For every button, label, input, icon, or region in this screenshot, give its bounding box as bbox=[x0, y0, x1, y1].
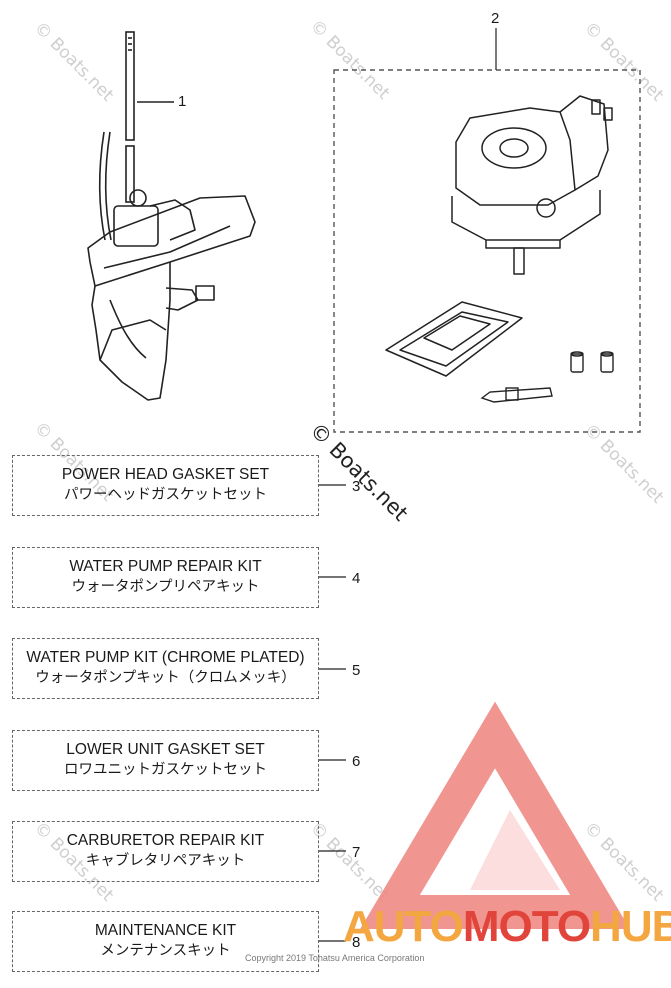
drive-shaft-drawing bbox=[125, 31, 174, 203]
callout-3: 3 bbox=[352, 478, 361, 495]
callout-4: 4 bbox=[352, 570, 361, 587]
logo-part-hub: HUB bbox=[590, 902, 671, 951]
kit-name-en: POWER HEAD GASKET SET bbox=[61, 466, 270, 484]
carburetor-drawing bbox=[451, 95, 613, 275]
kit-leader-lines bbox=[319, 484, 346, 942]
callout-7: 7 bbox=[352, 844, 361, 861]
kit-name-jp: ウォータポンプキット（クロムメッキ） bbox=[35, 670, 296, 687]
kit-box-water-pump-kit-chrome-plated[interactable]: WATER PUMP KIT (CHROME PLATED) ウォータポンプキッ… bbox=[12, 638, 319, 699]
spark-plug-drawing bbox=[480, 387, 553, 403]
kit-name-jp: パワーヘッドガスケットセット bbox=[64, 487, 267, 504]
logo-part-moto: MOTO bbox=[462, 902, 591, 951]
logo-triangle bbox=[360, 701, 630, 929]
callout-6: 6 bbox=[352, 753, 361, 770]
plug-drawing bbox=[570, 351, 614, 373]
kit-name-en: MAINTENANCE KIT bbox=[94, 922, 237, 940]
carburetor-kit-frame bbox=[333, 69, 641, 433]
gasket-drawing bbox=[385, 301, 523, 377]
kit-name-en: LOWER UNIT GASKET SET bbox=[66, 741, 265, 759]
kit-box-carburetor-repair-kit[interactable]: CARBURETOR REPAIR KIT キャブレタリペアキット bbox=[12, 821, 319, 882]
callout-5: 5 bbox=[352, 662, 361, 679]
callout-2: 2 bbox=[491, 10, 500, 27]
automotohub-logo: AUTOMOTOHUB bbox=[343, 902, 671, 952]
kit-name-jp: メンテナンスキット bbox=[100, 943, 231, 960]
kit-name-en: WATER PUMP KIT (CHROME PLATED) bbox=[26, 649, 305, 667]
kit-name-jp: キャブレタリペアキット bbox=[85, 853, 246, 870]
kit-name-jp: ロワユニットガスケットセット bbox=[64, 762, 267, 779]
callout-1: 1 bbox=[178, 93, 187, 110]
copyright-text: Copyright 2019 Tohatsu America Corporati… bbox=[245, 953, 425, 963]
logo-part-auto: AUTO bbox=[343, 902, 464, 951]
kit-box-water-pump-repair-kit[interactable]: WATER PUMP REPAIR KIT ウォータポンプリペアキット bbox=[12, 547, 319, 608]
kit-box-maintenance-kit[interactable]: MAINTENANCE KIT メンテナンスキット bbox=[12, 911, 319, 972]
gearcase-drawing bbox=[87, 131, 256, 401]
kit-name-en: CARBURETOR REPAIR KIT bbox=[66, 832, 265, 850]
kit-box-power-head-gasket-set[interactable]: POWER HEAD GASKET SET パワーヘッドガスケットセット bbox=[12, 455, 319, 516]
kit-name-jp: ウォータポンプリペアキット bbox=[71, 579, 260, 596]
kit-name-en: WATER PUMP REPAIR KIT bbox=[69, 558, 262, 576]
callout-8: 8 bbox=[352, 934, 361, 951]
kit-box-lower-unit-gasket-set[interactable]: LOWER UNIT GASKET SET ロワユニットガスケットセット bbox=[12, 730, 319, 791]
